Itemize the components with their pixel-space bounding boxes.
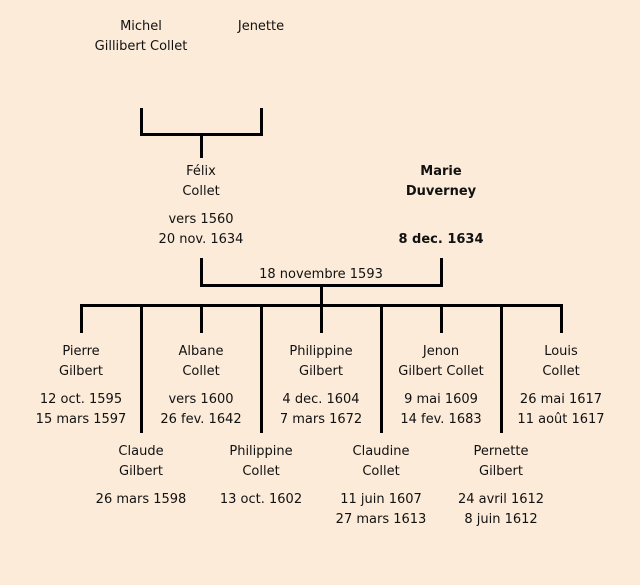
connector-line — [260, 304, 263, 433]
connector-line — [320, 284, 323, 306]
child-node: Pierre Gilbert 12 oct. 1595 15 mars 1597 — [11, 342, 151, 430]
connector-line — [560, 304, 563, 333]
child-node: Louis Collet 26 mai 1617 11 août 1617 — [491, 342, 631, 430]
first-name: Philippine — [289, 344, 353, 359]
last-name: Gilbert Collet — [398, 364, 484, 379]
last-name: Gilbert — [119, 464, 163, 479]
first-name: Louis — [544, 344, 578, 359]
first-name: Félix — [186, 164, 216, 179]
first-name: Jenon — [422, 344, 460, 359]
death-date — [191, 510, 331, 530]
birth-date: 26 mai 1617 — [519, 392, 603, 407]
first-name: Pierre — [62, 344, 100, 359]
connector-line — [200, 133, 203, 158]
connector-line — [500, 304, 503, 433]
death-date: 26 fev. 1642 — [160, 412, 242, 427]
connector-line — [140, 108, 143, 136]
last-name: Collet — [362, 464, 400, 479]
first-name: Pernette — [473, 444, 529, 459]
connector-line — [200, 258, 203, 287]
first-name: Jenette — [237, 19, 285, 34]
last-name — [191, 37, 331, 57]
last-name: Gilbert — [299, 364, 343, 379]
death-date: 7 mars 1672 — [279, 412, 363, 427]
last-name: Gillibert Collet — [94, 39, 188, 54]
death-date — [71, 510, 211, 530]
death-date: 15 mars 1597 — [35, 412, 127, 427]
last-name: Collet — [182, 364, 220, 379]
connector-line — [440, 258, 443, 287]
first-name: Claudine — [352, 444, 410, 459]
birth-date: vers 1600 — [168, 392, 234, 407]
connector-line — [260, 108, 263, 136]
death-date: 20 nov. 1634 — [158, 232, 244, 247]
connector-line — [200, 304, 203, 333]
birth-date: vers 1560 — [168, 212, 234, 227]
child-node: Claude Gilbert 26 mars 1598 — [71, 442, 211, 530]
father-node: Félix Collet vers 1560 20 nov. 1634 — [131, 162, 271, 250]
birth-date: 9 mai 1609 — [404, 392, 478, 407]
death-date: 8 dec. 1634 — [398, 232, 484, 247]
first-name: Michel — [120, 19, 162, 34]
child-node: Albane Collet vers 1600 26 fev. 1642 — [131, 342, 271, 430]
last-name: Collet — [542, 364, 580, 379]
birth-date — [371, 210, 511, 230]
death-date: 8 juin 1612 — [464, 512, 538, 527]
first-name: Philippine — [229, 444, 293, 459]
first-name: Albane — [178, 344, 224, 359]
connector-line — [140, 304, 143, 433]
birth-date: 12 oct. 1595 — [39, 392, 123, 407]
last-name: Collet — [242, 464, 280, 479]
child-node: Philippine Gilbert 4 dec. 1604 7 mars 16… — [251, 342, 391, 430]
last-name: Gilbert — [59, 364, 103, 379]
grandfather-node: Michel Gillibert Collet — [71, 17, 211, 57]
child-node: Claudine Collet 11 juin 1607 27 mars 161… — [311, 442, 451, 530]
death-date: 11 août 1617 — [517, 412, 605, 427]
connector-line — [380, 304, 383, 433]
mother-node: Marie Duverney 8 dec. 1634 — [371, 162, 511, 250]
connector-line — [320, 304, 323, 333]
birth-date: 26 mars 1598 — [95, 492, 187, 507]
connector-line — [440, 304, 443, 333]
birth-date: 13 oct. 1602 — [219, 492, 303, 507]
last-name: Collet — [182, 184, 220, 199]
child-node: Pernette Gilbert 24 avril 1612 8 juin 16… — [431, 442, 571, 530]
last-name: Gilbert — [479, 464, 523, 479]
child-node: Philippine Collet 13 oct. 1602 — [191, 442, 331, 530]
first-name: Claude — [118, 444, 164, 459]
last-name: Duverney — [405, 184, 477, 199]
first-name: Marie — [420, 164, 462, 179]
connector-line — [80, 304, 83, 333]
death-date: 14 fev. 1683 — [400, 412, 482, 427]
grandmother-node: Jenette — [191, 17, 331, 57]
marriage-date: 18 novembre 1593 — [259, 267, 383, 282]
child-node: Jenon Gilbert Collet 9 mai 1609 14 fev. … — [371, 342, 511, 430]
birth-date: 4 dec. 1604 — [282, 392, 360, 407]
birth-date: 24 avril 1612 — [457, 492, 545, 507]
birth-date: 11 juin 1607 — [340, 492, 422, 507]
death-date: 27 mars 1613 — [335, 512, 427, 527]
